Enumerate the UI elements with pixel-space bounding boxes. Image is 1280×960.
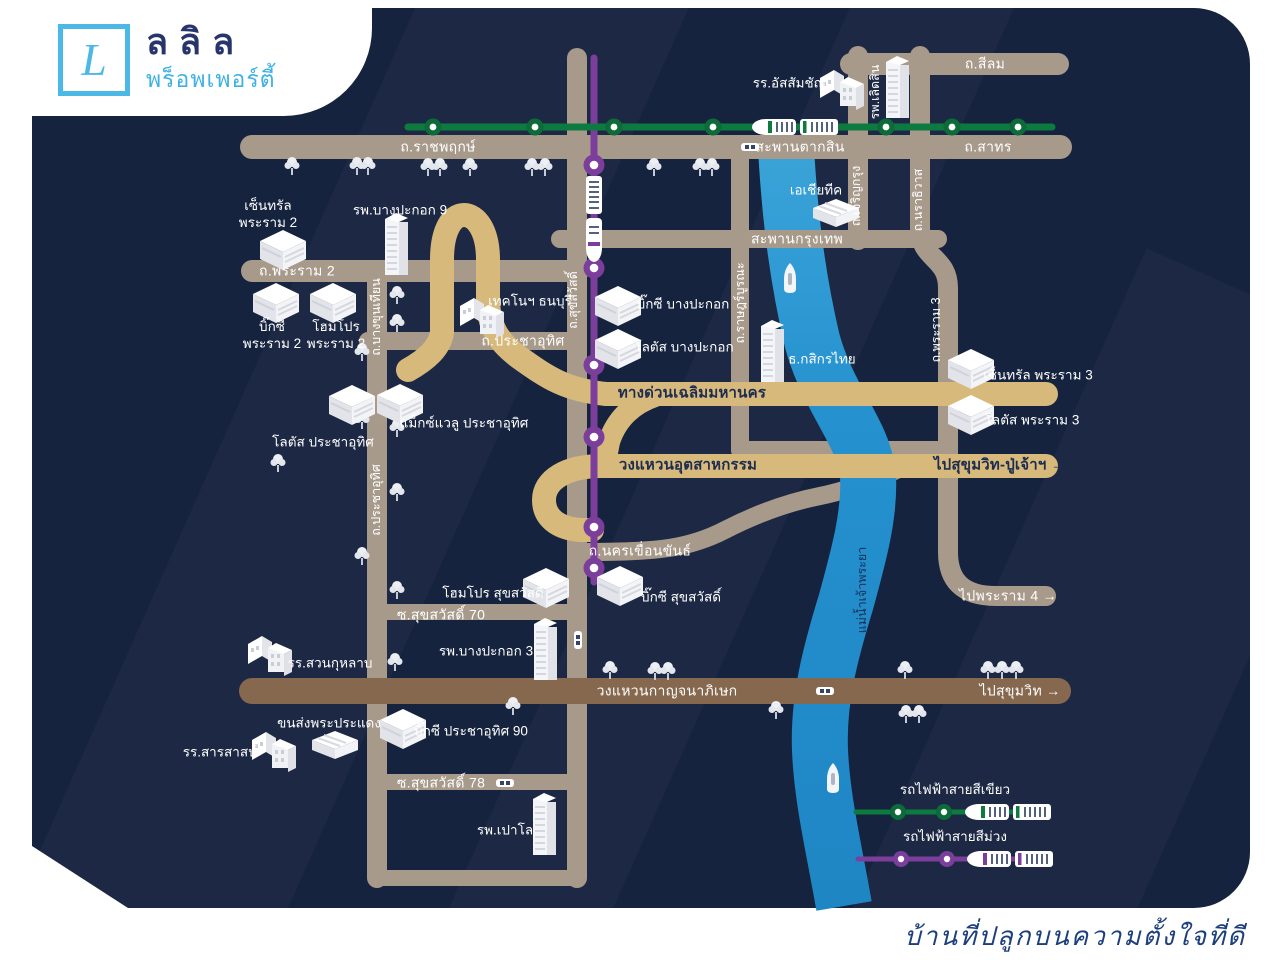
rail-legend: รถไฟฟ้าสายสีเขียว รถไฟฟ้าสายสีม่วง [848, 778, 1062, 878]
purple-station-dot [589, 160, 599, 170]
lerdsin-hospital-building-icon [885, 55, 910, 118]
logo-l-icon: L [81, 33, 107, 85]
tree-icon [646, 158, 662, 176]
tree-icon [387, 653, 403, 671]
bigc-rama2-building-icon [253, 283, 299, 323]
legend-purple-label: รถไฟฟ้าสายสีม่วง [903, 829, 1007, 844]
purple-station-dot [589, 263, 599, 273]
car-icon [741, 143, 759, 151]
car-icon [496, 779, 514, 787]
tree-icon [1008, 661, 1024, 679]
tree-icon [524, 158, 540, 176]
green-station-dot [882, 123, 890, 131]
kasikorn-bank-building-icon [760, 319, 785, 382]
green-station-dot [948, 123, 956, 131]
tree-icon [994, 661, 1010, 679]
suankularb-school-building-icon [248, 636, 292, 676]
tree-icon [389, 286, 405, 304]
expressway-ramp [595, 385, 666, 469]
tree-icon [704, 158, 720, 176]
logo-subname-thai: พร็อพเพอร์ตี้ [146, 65, 276, 92]
green-station-dot [531, 123, 539, 131]
expressway-industrial-ring [531, 454, 1058, 542]
legend-green-train-icon [964, 803, 1052, 821]
tree-icon [980, 661, 996, 679]
roads-over-river [239, 135, 1072, 704]
purple-station-dot [589, 360, 599, 370]
company-logo: L ลลิล พร็อพเพอร์ตี้ [58, 22, 276, 98]
tree-icon [647, 662, 663, 680]
tree-icon [462, 158, 478, 176]
stations-layer [424, 118, 1027, 579]
homepro-suksawat-building-icon [523, 568, 569, 608]
expressway-chalermmahanakorn [396, 202, 1058, 406]
tree-icon [537, 158, 553, 176]
chao-phraya-river [758, 146, 897, 911]
tree-icon [897, 661, 913, 679]
phrapradaeng-bus-terminal-building-icon [312, 731, 358, 759]
tree-icon [389, 483, 405, 501]
purple-station-dot [589, 432, 599, 442]
tree-icon [270, 454, 286, 472]
logo-text: ลลิล พร็อพเพอร์ตี้ [146, 22, 276, 98]
legend-purple-stations [893, 851, 955, 867]
green-station-dot [610, 123, 618, 131]
green-station-dot [709, 123, 717, 131]
legend-graphic [853, 803, 1054, 868]
purple-station-dot [589, 563, 599, 573]
logo-name-thai: ลลิล [146, 21, 246, 62]
sarasas-school-building-icon [252, 732, 296, 772]
bangpakok9-hospital-building-icon [384, 212, 409, 275]
paolo-hospital-building-icon [532, 792, 557, 855]
tree-icon [389, 314, 405, 332]
green-station-dot [1014, 123, 1022, 131]
logo-mark-box: L [58, 23, 130, 96]
bigc-bangpakok-building-icon [595, 286, 641, 326]
tree-icon [360, 157, 376, 175]
tree-icon [911, 705, 927, 723]
tree-icon [284, 157, 300, 175]
tree-icon [602, 661, 618, 679]
bigc-suksawat-building-icon [597, 566, 643, 606]
car-icon [816, 687, 834, 695]
car-icon [574, 631, 582, 649]
company-tagline: บ้านที่ปลูกบนความตั้งใจที่ดี [904, 922, 1246, 951]
legend-green-stations [890, 804, 952, 820]
legend-green-label: รถไฟฟ้าสายสีเขียว [899, 782, 1011, 797]
expressways [396, 202, 1058, 542]
purple-station-dot [589, 522, 599, 532]
green-train-icon [751, 118, 839, 136]
tree-icon [660, 662, 676, 680]
tree-icon [898, 705, 914, 723]
tree-icon [432, 158, 448, 176]
bangpakok3-hospital-building-icon [533, 617, 558, 680]
purple-train-icon [585, 175, 603, 263]
legend-purple-train-icon [966, 850, 1054, 868]
homepro-rama2-building-icon [310, 283, 356, 323]
tree-icon [389, 581, 405, 599]
green-station-dot [429, 123, 437, 131]
